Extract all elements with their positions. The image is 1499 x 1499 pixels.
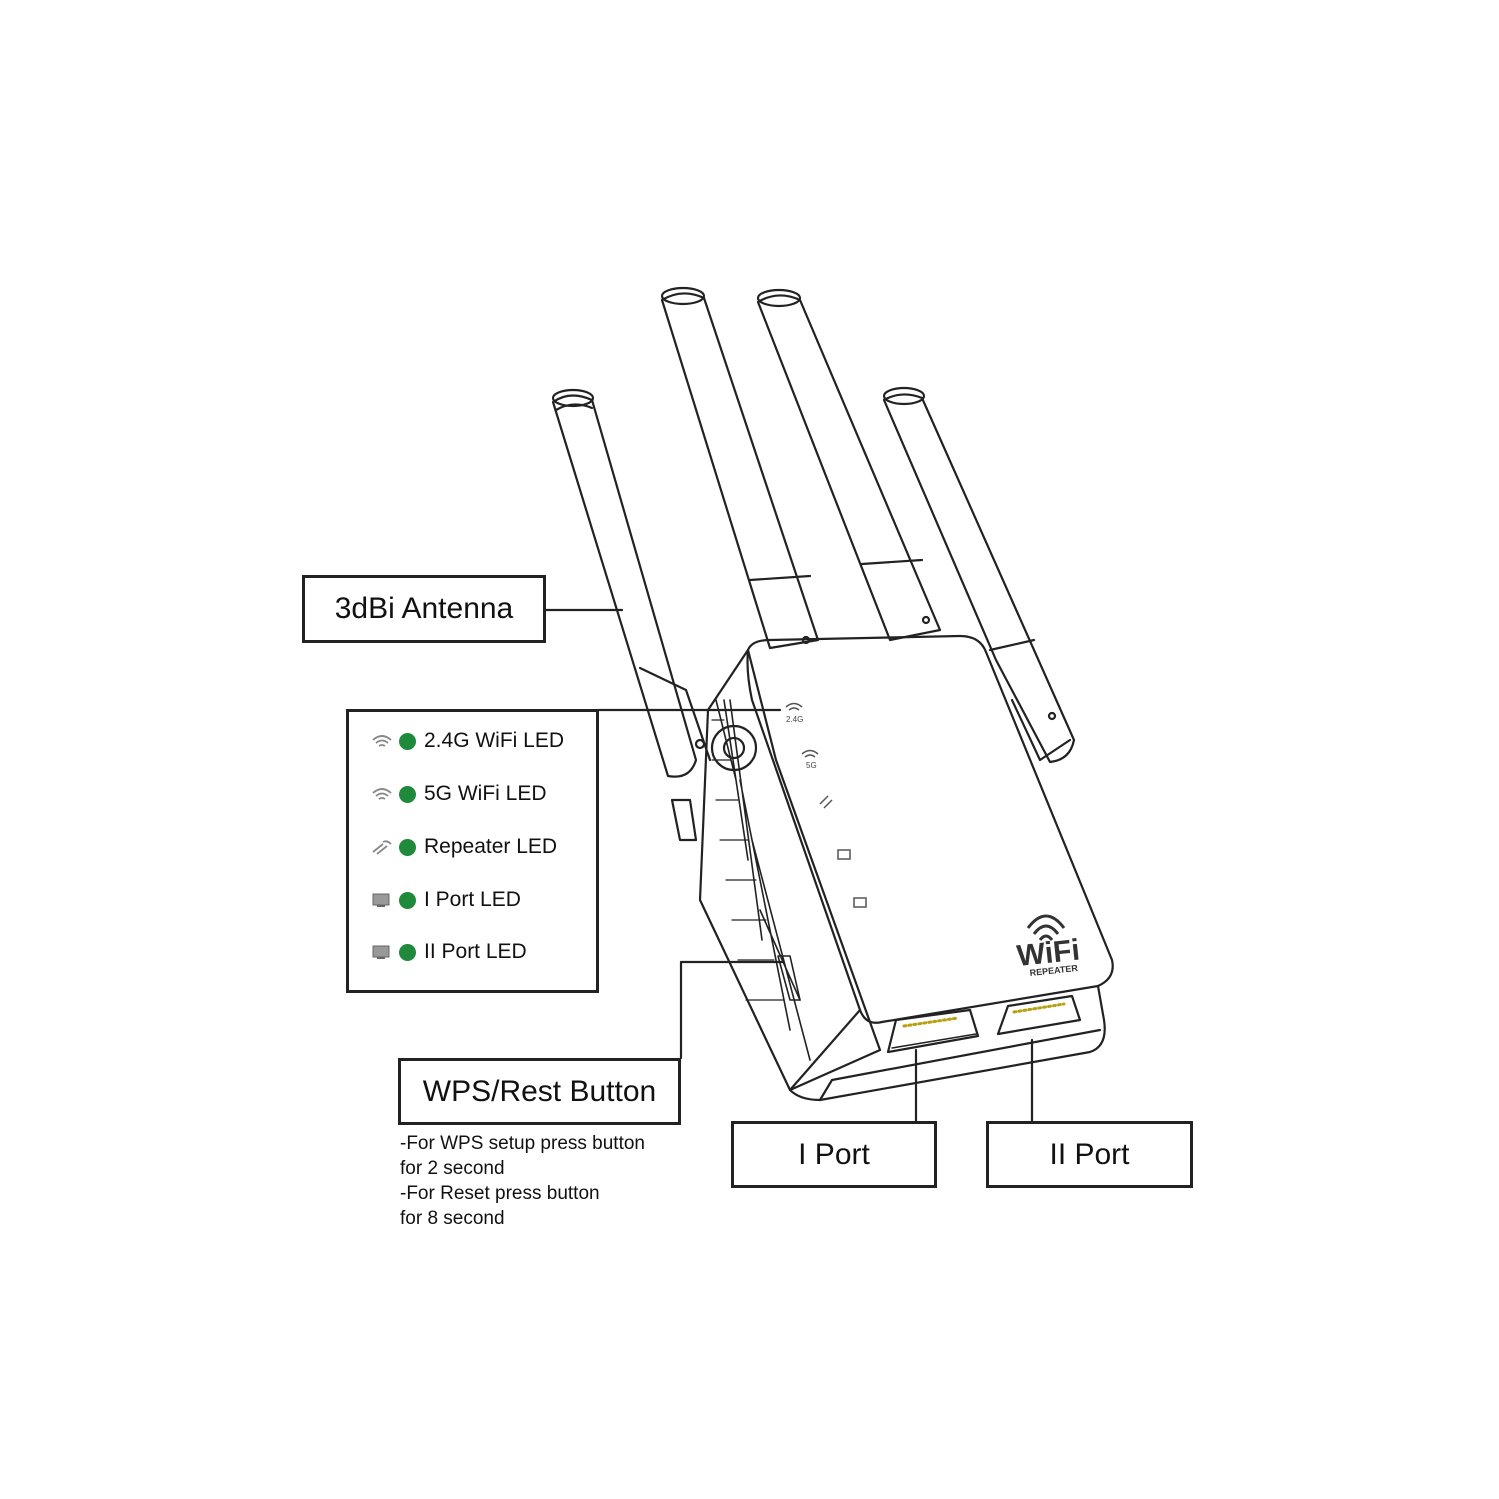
green-led-dot (399, 891, 416, 909)
led-label-port1: I Port LED (424, 888, 521, 911)
led-label-5g: 5G WiFi LED (424, 782, 547, 805)
device-brand-logo: WiFi (1015, 934, 1081, 973)
led-row-24g: 2.4G WiFi LED (371, 726, 564, 756)
device-front-face (746, 634, 1114, 1024)
led-legend: 2.4G WiFi LED 5G WiFi LED Repeater LED I… (346, 709, 599, 993)
led-row-5g: 5G WiFi LED (371, 779, 547, 809)
wps-instructions: -For WPS setup press button for 2 second… (400, 1131, 645, 1231)
antenna-callout-label: 3dBi Antenna (334, 592, 514, 625)
antenna-right (882, 386, 1076, 764)
port-2-label: II Port (1049, 1137, 1130, 1171)
port-1-callout: I Port (731, 1121, 937, 1188)
wps-callout-label: WPS/Rest Button (422, 1074, 657, 1108)
green-led-dot (399, 943, 416, 961)
antenna-center-right (756, 288, 942, 642)
device-led-label-24g: 2.4G (786, 715, 803, 724)
port-1-label: I Port (798, 1137, 870, 1171)
led-row-port1: I Port LED (371, 885, 521, 915)
ethernet-port-2-drawing (996, 994, 1082, 1036)
wps-button-callout: WPS/Rest Button (398, 1058, 681, 1125)
led-row-port2: II Port LED (371, 937, 527, 967)
antenna-left (551, 388, 712, 778)
led-label-port2: II Port LED (424, 940, 527, 963)
wps-note-line: for 8 second (400, 1208, 505, 1229)
device-bottom-casing (788, 984, 1106, 1102)
device-led-label-5g: 5G (806, 761, 817, 770)
wifi-icon (372, 788, 392, 800)
wps-leader-line (679, 960, 784, 1060)
repeater-icon (372, 840, 392, 855)
wps-note-line: -For WPS setup press button (400, 1133, 645, 1154)
led-label-24g: 2.4G WiFi LED (424, 729, 565, 752)
wps-note-line: for 2 second (400, 1158, 505, 1179)
antenna-center-left (660, 286, 820, 650)
led-label-repeater: Repeater LED (424, 835, 558, 858)
green-led-dot (399, 785, 416, 803)
ethernet-port-1-drawing (886, 1008, 980, 1054)
wifi-icon (372, 735, 392, 747)
green-led-dot (399, 838, 416, 856)
wps-note-line: -For Reset press button (400, 1183, 600, 1204)
monitor-icon (372, 893, 390, 907)
port-2-callout: II Port (986, 1121, 1193, 1188)
monitor-icon (372, 945, 390, 959)
led-row-repeater: Repeater LED (371, 832, 557, 862)
antenna-callout: 3dBi Antenna (302, 575, 546, 643)
green-led-dot (399, 732, 416, 750)
